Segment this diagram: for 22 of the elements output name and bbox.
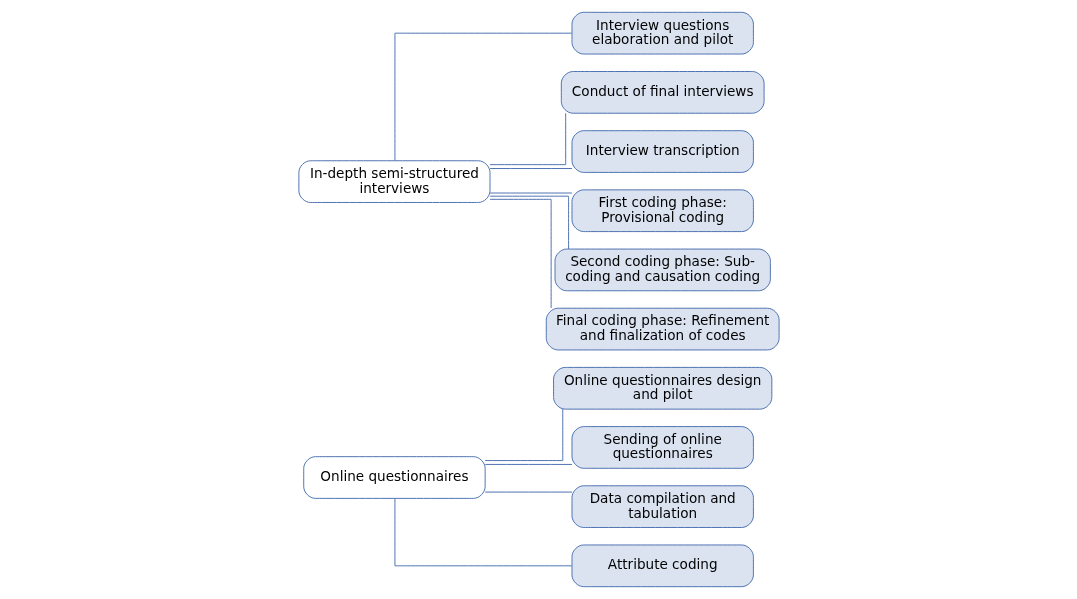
node-box: Sending of online questionnaires xyxy=(571,426,754,469)
node-box: Final coding phase: Refinement and finalization of codes xyxy=(545,307,780,351)
connector xyxy=(393,497,572,567)
connector xyxy=(484,463,572,465)
connector xyxy=(393,32,572,162)
connector xyxy=(489,192,572,194)
connector xyxy=(489,168,572,169)
connector xyxy=(484,491,572,493)
node-box: Online questionnaires design and pilot xyxy=(552,366,772,410)
node-box: Attribute coding xyxy=(571,544,754,588)
node-box: Second coding phase: Sub-coding and causation coding xyxy=(554,248,771,292)
node-box: First coding phase: Provisional coding xyxy=(571,189,754,233)
connector xyxy=(484,408,563,462)
connector xyxy=(489,112,566,166)
node-box: Online questionnaires xyxy=(302,456,486,499)
node-box: Interview questions elaboration and pilot xyxy=(571,11,754,55)
node-box: In-depth semi-structured interviews xyxy=(297,160,490,203)
connector xyxy=(489,198,552,309)
node-box: Interview transcription xyxy=(571,130,754,173)
node-box: Conduct of final interviews xyxy=(560,71,765,114)
node-box: Data compilation and tabulation xyxy=(571,485,754,528)
connector xyxy=(489,195,569,250)
